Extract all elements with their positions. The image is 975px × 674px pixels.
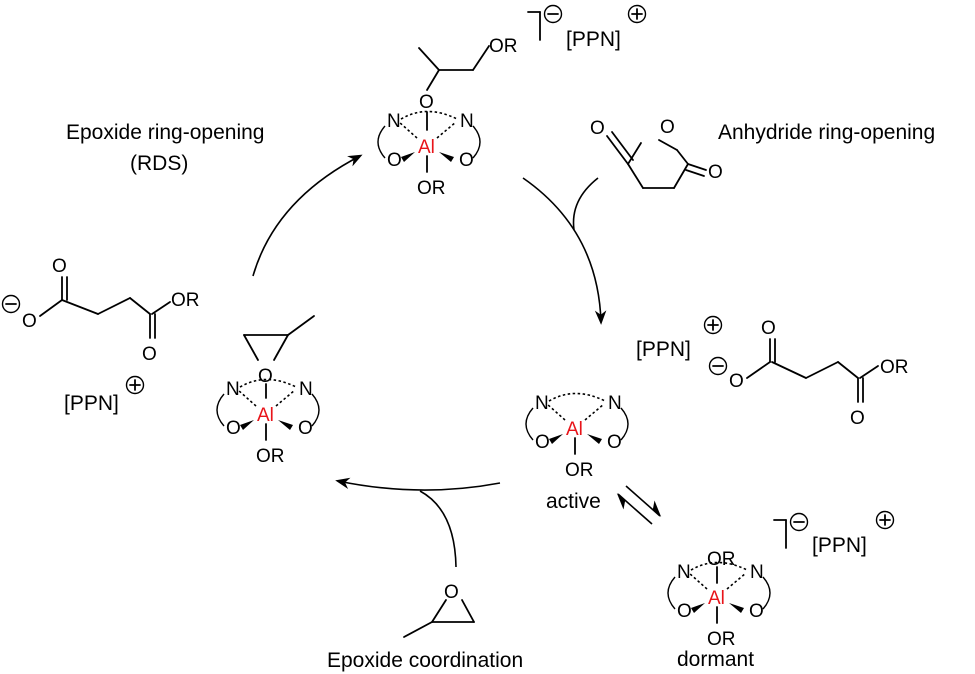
svg-text:OR: OR	[880, 357, 909, 378]
svg-text:O: O	[52, 256, 67, 277]
svg-text:O: O	[590, 118, 605, 139]
svg-text:OR: OR	[707, 629, 736, 650]
svg-text:O: O	[850, 408, 865, 429]
svg-text:O: O	[142, 344, 157, 365]
arrow-epoxide-entry	[419, 490, 457, 568]
propylene-oxide: O	[403, 582, 475, 638]
succinate-ester-anion-left: O O O OR	[1, 256, 200, 365]
svg-text:[PPN]: [PPN]	[566, 28, 621, 51]
svg-text:[PPN]: [PPN]	[812, 534, 867, 557]
svg-text:OR: OR	[171, 290, 200, 311]
succinate-ester-anion-right: O O O OR	[708, 318, 909, 429]
arrow-to-top	[252, 154, 363, 277]
svg-text:O: O	[729, 371, 744, 392]
arrow-anhydride-step	[522, 177, 607, 325]
svg-text:O: O	[761, 318, 776, 339]
svg-text:O: O	[22, 311, 37, 332]
svg-text:O: O	[419, 92, 434, 113]
svg-text:O: O	[258, 366, 273, 387]
svg-text:OR: OR	[489, 36, 518, 57]
active-label: active	[546, 490, 601, 513]
svg-text:OR: OR	[707, 549, 736, 570]
active-aluminum-complex: OR	[525, 392, 629, 481]
svg-text:O: O	[444, 582, 459, 603]
ppn-left: [PPN]	[64, 375, 145, 415]
epoxide-aluminum-complex: O OR	[216, 315, 320, 467]
svg-text:[PPN]: [PPN]	[636, 338, 691, 361]
svg-text:[PPN]: [PPN]	[64, 392, 119, 415]
arrow-epoxide-coordination	[335, 477, 501, 491]
dormant-label: dormant	[677, 648, 754, 671]
dormant-aluminum-complex: OR OR	[667, 549, 771, 650]
succinic-anhydride: O O O	[590, 117, 723, 189]
epoxide-ring-opening-label: Epoxide ring-opening	[66, 121, 264, 144]
svg-text:O: O	[660, 117, 675, 138]
top-anion-bracket: [PPN]	[527, 4, 647, 51]
ppn-right: [PPN]	[636, 315, 723, 361]
rds-label: (RDS)	[130, 152, 188, 175]
svg-text:OR: OR	[417, 178, 446, 199]
dormant-anion-bracket: [PPN]	[773, 510, 895, 557]
equilibrium-arrows	[616, 485, 662, 525]
alkoxide-aluminum-complex: O OR OR	[377, 36, 518, 199]
anhydride-ring-opening-label: Anhydride ring-opening	[718, 121, 935, 144]
epoxide-coordination-label: Epoxide coordination	[327, 649, 523, 672]
svg-text:O: O	[708, 162, 723, 183]
svg-text:OR: OR	[565, 460, 594, 481]
arrow-anhydride-entry	[572, 177, 599, 231]
svg-text:OR: OR	[256, 446, 285, 467]
